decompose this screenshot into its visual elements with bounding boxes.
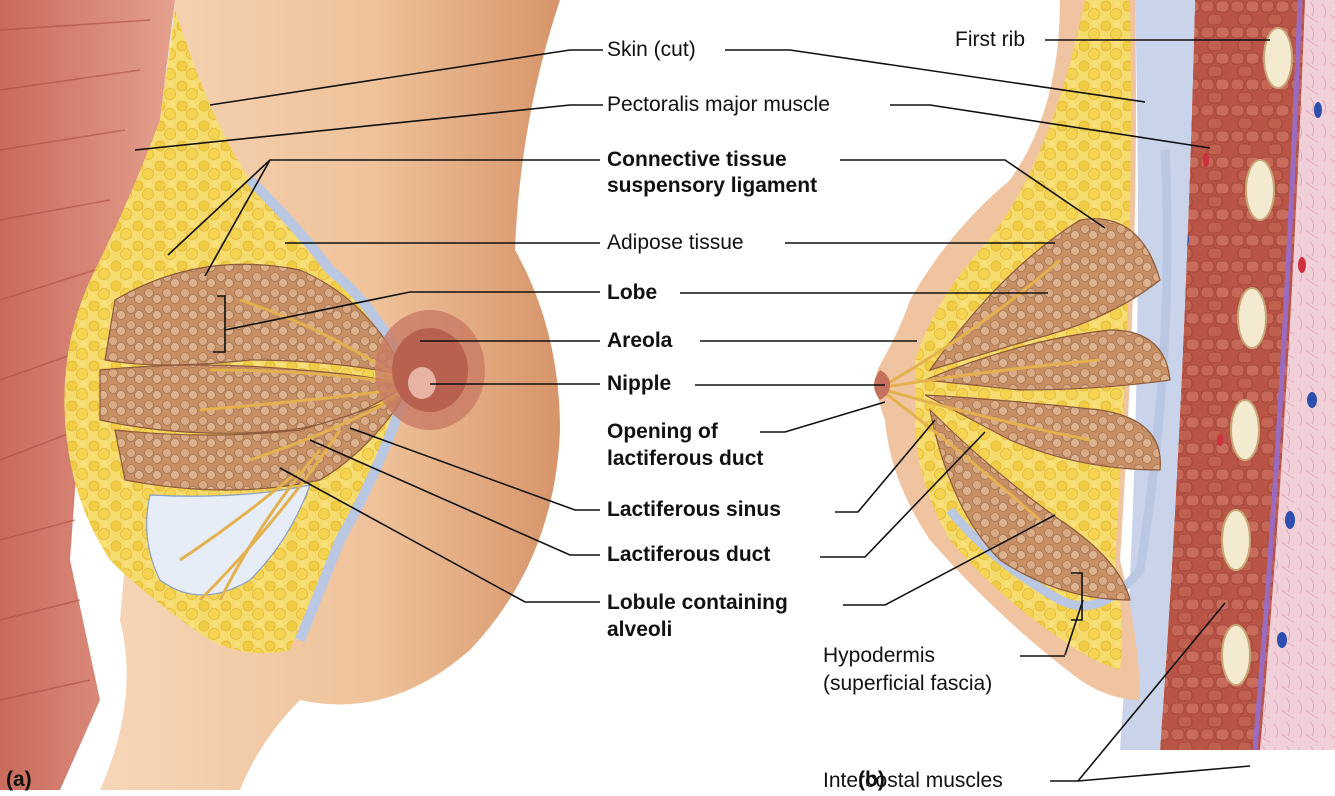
label-skin-cut: Skin (cut) (607, 38, 696, 62)
panel-label-a: (a) (6, 768, 32, 792)
panel-label-b: (b) (858, 768, 885, 792)
label-lactiferous-duct: Lactiferous duct (607, 543, 770, 567)
label-lobule-line1: Lobule containing (607, 591, 788, 615)
label-opening-lactiferous-duct-line1: Opening of (607, 420, 718, 444)
label-adipose-tissue: Adipose tissue (607, 231, 744, 255)
label-hypodermis-line1: Hypodermis (823, 644, 935, 668)
label-lactiferous-sinus: Lactiferous sinus (607, 498, 781, 522)
panel-b-illustration (874, 0, 1335, 750)
label-opening-lactiferous-duct-line2: lactiferous duct (607, 447, 763, 471)
label-lobe: Lobe (607, 281, 657, 305)
label-lobule-line2: alveoli (607, 618, 672, 642)
label-first-rib: First rib (955, 28, 1025, 52)
panel-a-illustration (0, 0, 560, 790)
label-hypodermis-line2: (superficial fascia) (823, 672, 992, 696)
label-connective-tissue-line2: suspensory ligament (607, 174, 817, 198)
label-pectoralis-major-muscle: Pectoralis major muscle (607, 93, 830, 117)
label-areola: Areola (607, 329, 672, 353)
label-intercostal-muscles: Intercostal muscles (823, 769, 1003, 793)
label-nipple: Nipple (607, 372, 671, 396)
label-connective-tissue-line1: Connective tissue (607, 148, 787, 172)
